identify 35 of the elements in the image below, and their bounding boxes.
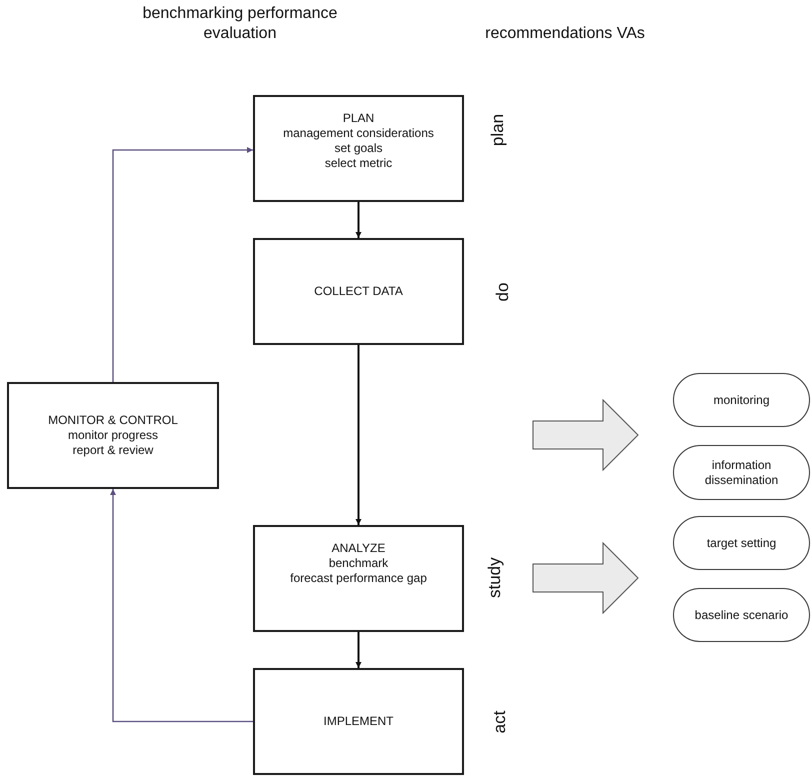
phase-label: study [485, 558, 505, 598]
step-text: monitor progress [68, 428, 158, 443]
step-heading: PLAN [342, 111, 374, 126]
process-box [253, 95, 464, 202]
step-heading: MONITOR & CONTROL [48, 413, 178, 428]
process-box [253, 238, 464, 345]
arrow [112, 147, 253, 382]
arrow [110, 489, 253, 722]
step-text: management considerations [283, 126, 434, 141]
step-text: target setting [706, 536, 776, 550]
arrow [356, 345, 362, 525]
step-text: COLLECT DATA [314, 284, 403, 299]
recommendation-pill [673, 588, 810, 642]
phase-label: act [490, 710, 510, 736]
step-text: monitoring [713, 392, 770, 408]
step-text: IMPLEMENT [323, 714, 394, 729]
arrow [356, 632, 362, 668]
recommendation-pill [673, 516, 810, 570]
process-box [253, 525, 464, 632]
step-heading: ANALYZE [332, 541, 386, 556]
recommendation-pill [673, 373, 810, 427]
column-heading: benchmarking performance evaluation [142, 4, 338, 44]
step-text: forecast performance gap [290, 571, 427, 586]
step-text: baseline scenario [694, 608, 788, 622]
step-text: benchmark [328, 556, 388, 571]
step-text: select metric [324, 156, 392, 171]
arrow [356, 202, 362, 238]
process-box [7, 382, 219, 489]
process-box [253, 668, 464, 775]
step-text: report & review [72, 443, 154, 458]
step-text: set goals [334, 141, 383, 156]
column-heading: recommendations VAs [484, 24, 646, 44]
phase-label: plan [488, 112, 508, 148]
step-text: information dissemination [704, 458, 780, 488]
phase-label: do [493, 282, 513, 304]
